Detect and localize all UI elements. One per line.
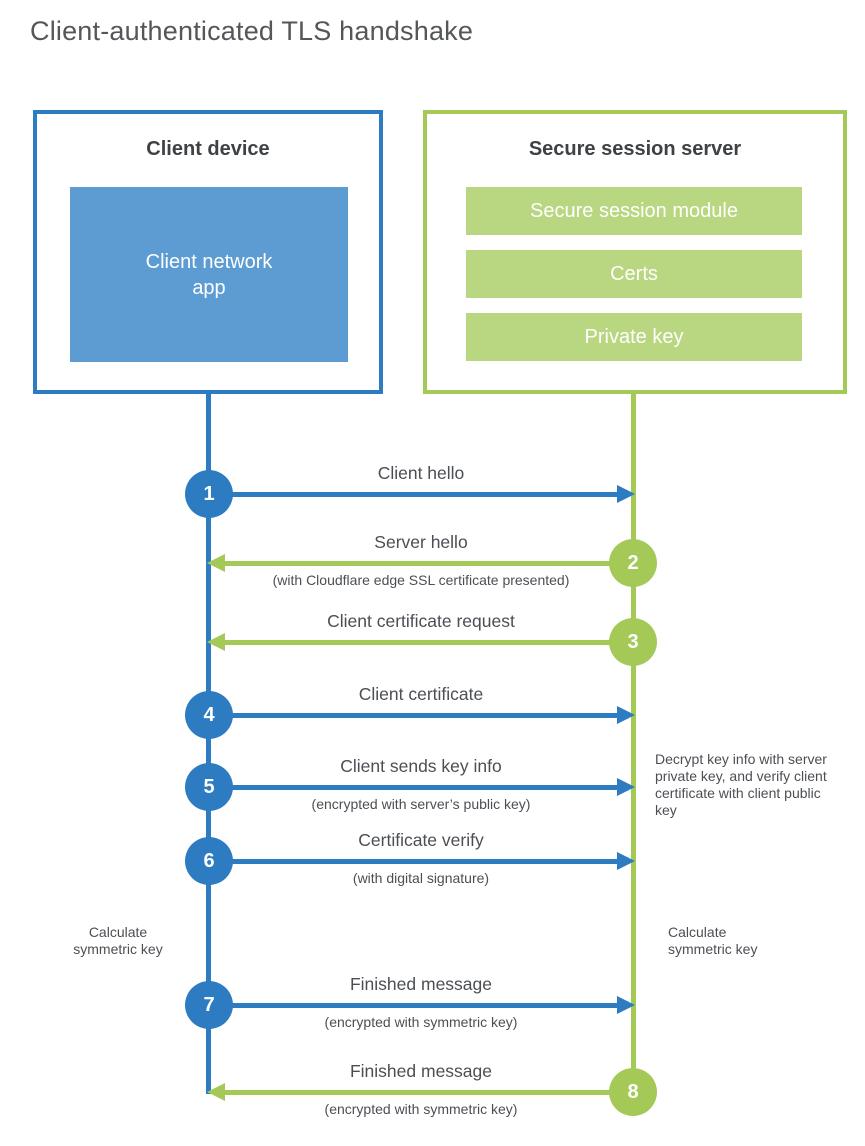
arrow-right-icon — [617, 485, 635, 503]
arrow-line — [225, 1089, 633, 1095]
step-circle-3: 3 — [609, 618, 657, 666]
message-sublabel: (with Cloudflare edge SSL certificate pr… — [272, 572, 570, 588]
client-lifeline — [206, 394, 211, 1094]
step-circle-5: 5 — [185, 763, 233, 811]
arrow-line — [209, 712, 617, 718]
step-circle-2: 2 — [609, 539, 657, 587]
private-key-box: Private key — [466, 313, 802, 361]
message-label: Client sends key info — [340, 756, 502, 776]
decrypt-note: Decrypt key info with server private key… — [655, 751, 827, 818]
arrow-line — [209, 858, 617, 864]
certs-box: Certs — [466, 250, 802, 298]
step-circle-6: 6 — [185, 837, 233, 885]
message-sublabel: (encrypted with server’s public key) — [311, 796, 531, 812]
arrow-line — [225, 560, 633, 566]
message-label: Finished message — [349, 1061, 493, 1081]
message-label: Server hello — [374, 532, 468, 552]
arrow-left-icon — [207, 633, 225, 651]
server-modules-list: Secure session module Certs Private key — [466, 187, 802, 376]
arrow-left-icon — [207, 554, 225, 572]
client-device-title: Client device — [146, 138, 270, 160]
message-label: Finished message — [349, 974, 493, 994]
client-network-app-box: Client network app — [70, 187, 348, 362]
message-sublabel: (encrypted with symmetric key) — [324, 1101, 518, 1117]
arrow-right-icon — [617, 852, 635, 870]
message-label: Client certificate — [358, 684, 484, 704]
arrow-line — [209, 784, 617, 790]
arrow-right-icon — [617, 706, 635, 724]
secure-session-server-title: Secure session server — [528, 138, 742, 160]
calculate-symmetric-key-note-server: Calculate symmetric key — [668, 924, 758, 957]
step-circle-7: 7 — [185, 981, 233, 1029]
secure-session-module-box: Secure session module — [466, 187, 802, 235]
calculate-symmetric-key-note-client: Calculate symmetric key — [73, 924, 163, 957]
page-title: Client-authenticated TLS handshake — [30, 16, 474, 46]
server-lifeline — [631, 394, 636, 1094]
arrow-left-icon — [207, 1083, 225, 1101]
client-network-app-label: Client network app — [145, 250, 273, 299]
arrow-right-icon — [617, 996, 635, 1014]
message-label: Certificate verify — [358, 830, 484, 850]
step-circle-8: 8 — [609, 1068, 657, 1116]
message-label: Client hello — [377, 463, 465, 483]
message-label: Client certificate request — [327, 611, 515, 631]
message-sublabel: (encrypted with symmetric key) — [324, 1014, 518, 1030]
step-circle-4: 4 — [185, 691, 233, 739]
step-circle-1: 1 — [185, 470, 233, 518]
message-sublabel: (with digital signature) — [352, 870, 490, 886]
arrow-line — [209, 491, 617, 497]
arrow-right-icon — [617, 778, 635, 796]
secure-session-server-box: Secure session server Secure session mod… — [423, 110, 847, 394]
arrow-line — [225, 639, 633, 645]
client-device-box: Client device Client network app — [33, 110, 383, 394]
arrow-line — [209, 1002, 617, 1008]
